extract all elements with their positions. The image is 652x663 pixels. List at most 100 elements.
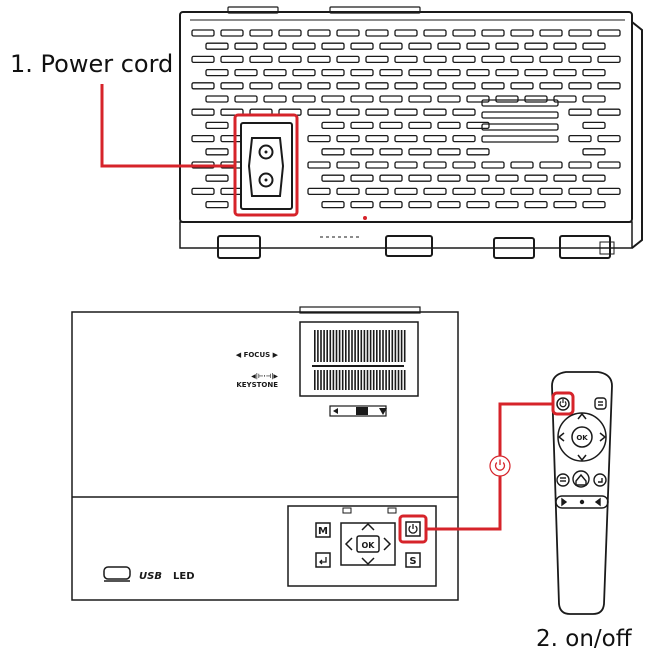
vent-slot [394, 82, 418, 90]
vent-slot [350, 95, 374, 103]
leader-power-icon [489, 455, 511, 477]
keystone-ridge [323, 370, 325, 390]
vent-slot [278, 55, 302, 64]
keystone-ridge [345, 370, 347, 390]
keystone-arrows-label: ◀|⊢·⊣|▶ [251, 373, 278, 380]
remote-ok-label: OK [576, 434, 588, 442]
vent-slot [568, 134, 592, 143]
menu-key [315, 522, 331, 538]
keystone-ridge [366, 370, 369, 390]
vent-slot [220, 55, 244, 64]
remote-power-highlight [551, 391, 575, 416]
vent-slot [553, 95, 577, 103]
keystone-ridge [388, 370, 390, 390]
vent-slot [205, 148, 229, 156]
vent-slot [336, 108, 360, 116]
focus-ridge [403, 330, 406, 362]
vent-slot [336, 55, 360, 64]
front-ok-label: OK [362, 541, 376, 550]
vent-slot [408, 68, 432, 77]
vent-slot [466, 174, 490, 182]
vent-slot [524, 200, 548, 209]
vent-slot [582, 148, 606, 156]
vent-slot [307, 108, 331, 116]
usb-label: USB [139, 571, 162, 582]
vent-slot [307, 187, 331, 196]
keystone-ridge [391, 370, 394, 390]
vent-slot [510, 55, 534, 64]
vent-slot [205, 42, 229, 50]
vent-slot [191, 82, 215, 90]
vent-slot [437, 95, 461, 103]
vent-slot [466, 42, 490, 50]
vent-slot [350, 121, 374, 130]
vent-slot [379, 174, 403, 182]
vent-slot [495, 174, 519, 182]
vent-slot [365, 161, 389, 169]
vent-slot [191, 29, 215, 37]
vent-slot [292, 95, 316, 103]
vent-slot [495, 68, 519, 77]
keystone-ridge [351, 370, 353, 390]
vent-slot [597, 187, 621, 196]
focus-ridge [388, 330, 390, 362]
vent-slot [278, 82, 302, 90]
focus-ridge [366, 330, 369, 362]
vent-slot [321, 121, 345, 130]
focus-ridge [335, 330, 338, 362]
vent-slot [437, 121, 461, 130]
vent-slot [365, 134, 389, 143]
vent-slot [379, 68, 403, 77]
remote-dpad [557, 412, 607, 462]
vent-slot [379, 95, 403, 103]
vent-slot [191, 187, 215, 196]
vent-slot [423, 187, 447, 196]
vent-slot [466, 95, 490, 103]
vent-slot [452, 82, 476, 90]
vent-slot [220, 82, 244, 90]
vent-slot [408, 42, 432, 50]
keystone-ridge [332, 370, 335, 390]
focus-ridge [372, 330, 375, 362]
vent-slot [582, 68, 606, 77]
keystone-ridge [341, 370, 344, 390]
vent-slot [510, 82, 534, 90]
focus-ridge [376, 330, 378, 362]
vent-slot [379, 200, 403, 209]
vent-slot [205, 121, 229, 130]
vent-slot [466, 148, 490, 156]
vent-slot [205, 68, 229, 77]
vent-slot [408, 121, 432, 130]
vent-slot [481, 55, 505, 64]
vent-slot [321, 174, 345, 182]
keystone-ridge [382, 370, 384, 390]
on-off-caption: 2. on/off [536, 626, 632, 652]
vent-slot [307, 29, 331, 37]
led-label: LED [173, 571, 195, 582]
vent-slot [191, 108, 215, 116]
vent-slot [553, 200, 577, 209]
vent-slot [350, 200, 374, 209]
vent-slot [437, 200, 461, 209]
vent-slot [495, 200, 519, 209]
focus-ridge [329, 330, 332, 362]
remote-menu-button [594, 397, 607, 410]
vent-slot-wide [481, 123, 559, 131]
vent-slot [524, 42, 548, 50]
vent-slot [437, 42, 461, 50]
vent-slot [553, 68, 577, 77]
vent-slot [495, 95, 519, 103]
keystone-ridge [329, 370, 332, 390]
vent-slot [408, 148, 432, 156]
focus-ridge [320, 330, 322, 362]
vent-slot [524, 174, 548, 182]
vent-slot [379, 42, 403, 50]
vent-slot [568, 187, 592, 196]
vent-slot [510, 161, 534, 169]
focus-ridge [357, 330, 359, 362]
vent-slot [582, 42, 606, 50]
focus-wheel [314, 330, 406, 390]
vent-slot [539, 82, 563, 90]
keystone-ridge [363, 370, 366, 390]
